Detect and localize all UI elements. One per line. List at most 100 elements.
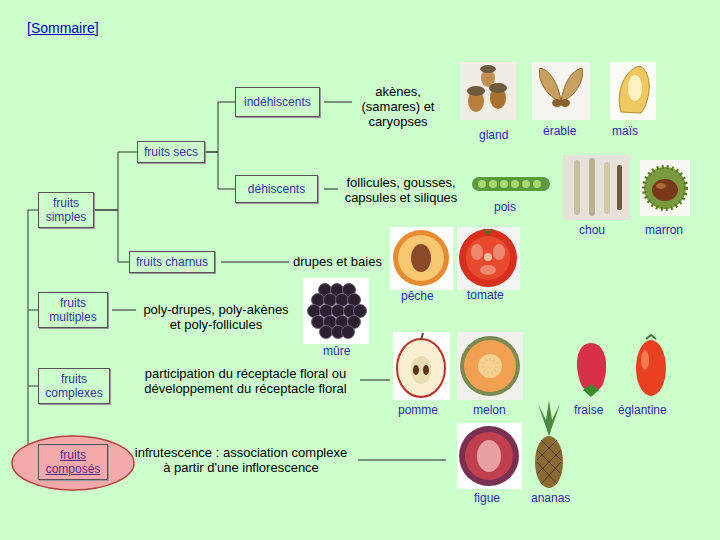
category-box: déhiscents: [235, 175, 318, 203]
fruit-name: églantine: [618, 403, 667, 417]
fruit-name: pois: [494, 200, 516, 214]
category-bracket: [28, 210, 38, 462]
apple-photo-part: [397, 339, 445, 397]
rosehip-photo-part: [636, 340, 666, 396]
tomato-photo-part: [480, 265, 496, 275]
pea-pod-photo-part: [533, 180, 541, 188]
fruit-name: érable: [543, 124, 576, 138]
apple-photo: [393, 332, 450, 400]
tomato-photo-part: [484, 229, 492, 234]
melon-photo-part: [483, 359, 497, 373]
fig-photo-part: [465, 432, 513, 480]
tree-connector: [94, 152, 137, 210]
melon-photo-part: [457, 332, 523, 400]
acorn-photo: [460, 62, 516, 120]
fruit-name: ananas: [531, 491, 570, 505]
corn-kernel-photo-part: [619, 66, 649, 113]
fruit-name: mûre: [323, 344, 350, 358]
leader-lines-part: [221, 262, 289, 263]
blackberry-photo-part: [303, 278, 369, 344]
category-name: fruits secs: [144, 145, 198, 159]
peach-photo-part: [398, 235, 444, 281]
category-name: fruits charnus: [136, 255, 208, 269]
maple-samara-photo-part: [540, 68, 561, 102]
rosehip-photo-part: [641, 350, 649, 370]
leader-lines-part: [360, 380, 390, 381]
category-name: déhiscents: [244, 182, 309, 196]
fruit-type-note: drupes et baies: [293, 254, 403, 269]
pea-pod-photo-part: [478, 180, 486, 188]
fruit-name: marron: [645, 223, 683, 237]
chestnut-photo-part: [652, 179, 678, 201]
category-box: indéhiscents: [235, 87, 320, 117]
apple-photo-part: [413, 365, 419, 375]
blackberry-photo: [303, 278, 369, 344]
strawberry-photo-part: [583, 384, 599, 397]
fruit-type-note: follicules, gousses, capsules et silique…: [340, 175, 462, 205]
corn-kernel-photo: [610, 62, 656, 120]
fruit-type-note: participation du réceptacle floral ou dé…: [138, 366, 353, 396]
fruit-type-note: infrutescence : association complexe à p…: [132, 445, 350, 475]
apple-photo-part: [411, 356, 431, 384]
fruit-type-note: poly-drupes, poly-akènes et poly-follicu…: [140, 302, 292, 332]
acorn-photo-part: [480, 65, 496, 73]
tomato-photo-part: [484, 253, 492, 261]
maple-samara-photo-part: [560, 99, 570, 107]
peach-photo: [390, 227, 453, 290]
fruit-name: maïs: [612, 124, 638, 138]
leader-lines-part: [112, 310, 136, 311]
tomato-photo: [457, 227, 520, 290]
cabbage-silique-photo-part: [617, 165, 622, 210]
category-name: fruits multiples: [44, 296, 102, 324]
fruit-name: pomme: [398, 403, 438, 417]
pineapple-photo-part: [535, 436, 563, 488]
category-box: fruits multiples: [38, 292, 108, 328]
fruit-name: gland: [479, 128, 508, 142]
cabbage-silique-photo-part: [563, 155, 630, 220]
pea-pod-photo-part: [522, 180, 530, 188]
pea-pod-photo: [472, 177, 550, 191]
rosehip-photo: [636, 335, 666, 396]
acorn-photo-part: [489, 83, 507, 93]
blackberry-photo-part: [342, 326, 355, 339]
cabbage-silique-photo: [563, 155, 630, 220]
fruit-name: fraise: [574, 403, 603, 417]
peach-photo-part: [393, 230, 449, 286]
tomato-photo-part: [459, 229, 517, 287]
fig-photo-part: [457, 423, 522, 489]
tomato-photo-part: [471, 244, 483, 260]
category-bracket-part: [28, 210, 38, 462]
tree-connector: [205, 152, 235, 189]
strawberry-photo: [577, 343, 606, 397]
blackberry-photo-part: [320, 326, 333, 339]
leader-lines-part: [358, 460, 446, 461]
apple-photo-part: [423, 365, 429, 375]
pineapple-photo-part: [537, 440, 561, 484]
pea-pod-photo-part: [511, 180, 519, 188]
fig-photo-part: [459, 426, 519, 486]
fruit-type-note: akènes, (samares) et caryopses: [353, 84, 443, 129]
acorn-photo-part: [467, 86, 485, 96]
fruit-name: pêche: [401, 289, 434, 303]
apple-photo-part: [421, 333, 423, 340]
rosehip-photo-part: [646, 335, 656, 339]
fig-photo: [457, 423, 522, 489]
corn-kernel-photo-part: [628, 75, 642, 101]
peach-photo-part: [390, 227, 453, 290]
highlighted-category-box: fruits composés: [38, 444, 108, 480]
pea-pod-photo-part: [500, 180, 508, 188]
chestnut-photo-part: [640, 160, 690, 216]
pineapple-photo: [535, 400, 563, 488]
category-box: fruits simples: [38, 192, 94, 228]
corn-kernel-photo-part: [610, 62, 656, 120]
nav-link: [Sommaire]: [27, 20, 99, 36]
category-box: fruits complexes: [38, 368, 110, 404]
leader-lines-part: [324, 189, 338, 190]
pea-pod-photo-part: [489, 180, 497, 188]
fruit-name: figue: [474, 491, 500, 505]
tomato-photo-part: [493, 244, 505, 260]
leader-lines-part: [324, 102, 352, 103]
